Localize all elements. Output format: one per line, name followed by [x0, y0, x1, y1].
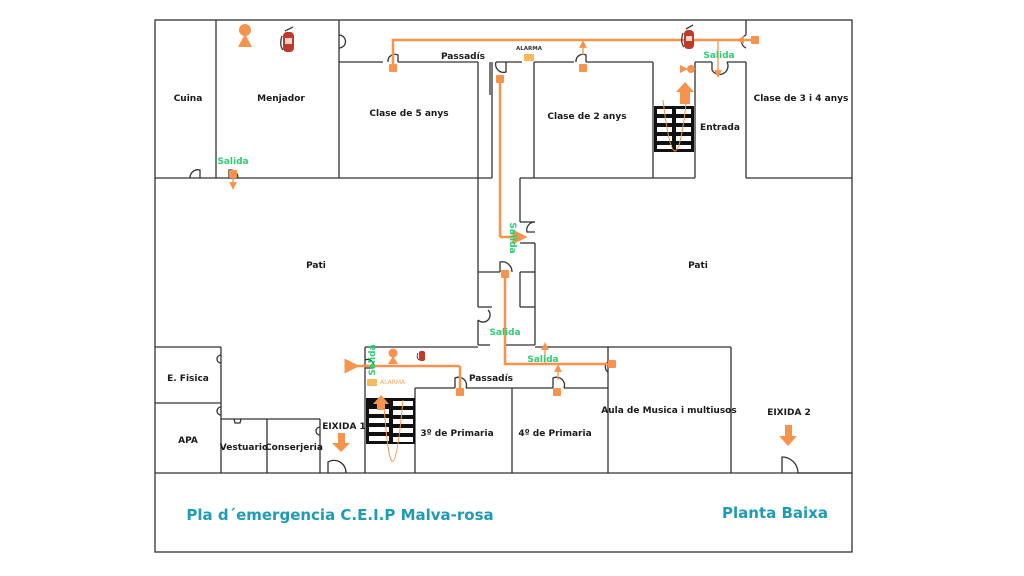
- stairs-icon: [366, 398, 415, 462]
- room-e-fisica: E. Fisica: [167, 374, 209, 384]
- exit-arrow-icon: [779, 425, 797, 446]
- fire-extinguisher-icon: [416, 351, 425, 361]
- alarm-label: ALARMA: [516, 46, 543, 52]
- stairs-icon: [654, 99, 694, 152]
- room-4-primaria: 4º de Primaria: [518, 429, 591, 439]
- room-clase-2: Clase de 2 anys: [547, 112, 626, 122]
- room-entrada: Entrada: [700, 123, 740, 133]
- room-apa: APA: [178, 436, 198, 446]
- bottom-walls: [155, 344, 852, 474]
- exit-label: Salida: [527, 355, 558, 365]
- exit-arrow-icon: [332, 433, 350, 452]
- room-conserjeria: Conserjeria: [265, 443, 323, 453]
- route-nodes: [229, 36, 759, 396]
- exit-label: Salida: [368, 344, 378, 375]
- top-walls: [155, 20, 852, 345]
- alarm-box-icon: [367, 379, 377, 386]
- alarm-box-icon: [524, 54, 534, 61]
- evacuation-routes: [229, 36, 755, 392]
- room-clase-3-4: Clase de 3 i 4 anys: [754, 94, 849, 104]
- exit-arrow-icon: [373, 395, 389, 410]
- room-pati-left: Pati: [306, 261, 326, 271]
- person-icon: [238, 24, 252, 47]
- exit-label: Salida: [507, 222, 517, 253]
- outer-frame: [154, 19, 853, 553]
- exit-label: Salida: [703, 51, 734, 61]
- exit-arrow-icon: [676, 82, 694, 104]
- plan-title: Pla d´emergencia C.E.I.P Malva-rosa: [186, 506, 493, 524]
- exit-label: Salida: [489, 328, 520, 338]
- room-menjador: Menjador: [257, 94, 305, 104]
- room-clase-5: Clase de 5 anys: [369, 109, 448, 119]
- room-passadis-top: Passadís: [441, 52, 485, 62]
- room-cuina: Cuina: [174, 94, 203, 104]
- room-musica: Aula de Musica i multiusos: [601, 406, 736, 416]
- floor-label: Planta Baixa: [722, 504, 828, 522]
- person-icon: [388, 348, 398, 364]
- fire-extinguisher-icon: [681, 24, 694, 49]
- room-pati-right: Pati: [688, 261, 708, 271]
- siren-icon: [680, 65, 695, 73]
- exit-label: Salida: [217, 157, 248, 167]
- room-3-primaria: 3º de Primaria: [420, 429, 493, 439]
- exit-2-label: EIXIDA 2: [767, 408, 811, 418]
- alarm-label: ALARMA: [380, 379, 406, 386]
- room-vestuario: Vestuario: [220, 443, 268, 453]
- fire-extinguisher-icon: [280, 26, 294, 52]
- exit-1-label: EIXIDA 1: [322, 422, 366, 432]
- room-passadis-bottom: Passadís: [469, 374, 513, 384]
